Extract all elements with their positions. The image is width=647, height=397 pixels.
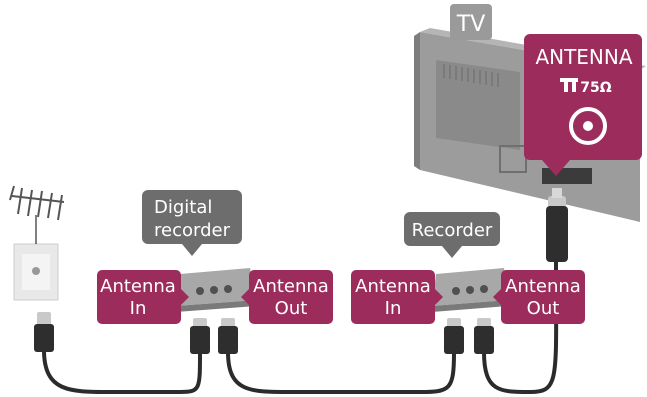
recorder-port-1-icon <box>452 287 460 295</box>
wall-socket <box>13 243 59 301</box>
recorder-port-3-icon <box>480 285 488 293</box>
label-antenna-out-digital: Antenna Out <box>241 270 333 324</box>
wall-socket-port-icon <box>32 267 40 275</box>
digital-recorder-port-2-icon <box>210 286 218 294</box>
recorder-tag <box>404 212 500 258</box>
coax-socket-icon <box>569 107 607 145</box>
label-antenna-out-digital-line1: Antenna <box>253 276 329 297</box>
digital-recorder-tag <box>142 190 242 256</box>
tv-tag-box <box>450 4 492 40</box>
digital-recorder-port-3-icon <box>224 285 232 293</box>
antenna-callout-box <box>524 34 642 176</box>
plug-recorder-in <box>444 318 464 354</box>
digital-recorder-line2: recorder <box>154 220 231 241</box>
tv-antenna-slot <box>542 168 592 184</box>
tv-vents <box>443 64 499 87</box>
aerial-icon <box>9 185 65 221</box>
cable-recorder-to-tv <box>482 260 559 395</box>
label-antenna-in-digital-line2: In <box>130 298 147 319</box>
label-antenna-out-recorder: Antenna Out <box>493 270 585 324</box>
wall-antenna <box>9 185 65 301</box>
label-antenna-in-recorder: Antenna In <box>351 270 443 324</box>
digital-recorder-port-1-icon <box>196 287 204 295</box>
label-antenna-out-recorder-line1: Antenna <box>505 276 581 297</box>
antenna-symbol-icon <box>560 78 578 92</box>
plug-wall <box>34 312 54 352</box>
cable-digital-recorder-to-recorder <box>226 350 456 394</box>
recorder-base <box>432 300 508 312</box>
label-antenna-in-recorder-line1: Antenna <box>355 276 431 297</box>
plug-digital-recorder-out <box>218 318 238 354</box>
tv-connector-recess <box>499 145 527 173</box>
cables <box>42 260 559 395</box>
recorder: Recorder <box>404 212 508 312</box>
plug-recorder-out <box>474 318 494 354</box>
cable-wall-to-digital-recorder <box>42 348 202 394</box>
digital-recorder-base <box>176 300 256 312</box>
tv-inner-panel <box>436 60 520 150</box>
tv-label: TV <box>456 12 486 37</box>
antenna-port-callout: ANTENNA 75Ω <box>524 34 642 176</box>
antenna-port-title: ANTENNA <box>535 45 632 69</box>
plug-tv <box>546 188 568 262</box>
recorder-label: Recorder <box>412 220 493 241</box>
antenna-impedance: 75Ω <box>580 80 611 96</box>
label-antenna-out-recorder-line2: Out <box>527 298 560 319</box>
plug-digital-recorder-in <box>190 318 210 354</box>
label-antenna-in-recorder-line2: In <box>385 298 402 319</box>
tv-side-edge <box>414 32 420 170</box>
label-antenna-in-digital-line1: Antenna <box>100 276 176 297</box>
digital-recorder: Digital recorder <box>142 190 256 312</box>
digital-recorder-line1: Digital <box>154 197 212 218</box>
label-antenna-out-digital-line2: Out <box>275 298 308 319</box>
label-antenna-in-digital: Antenna In <box>97 270 189 324</box>
recorder-port-2-icon <box>466 286 474 294</box>
